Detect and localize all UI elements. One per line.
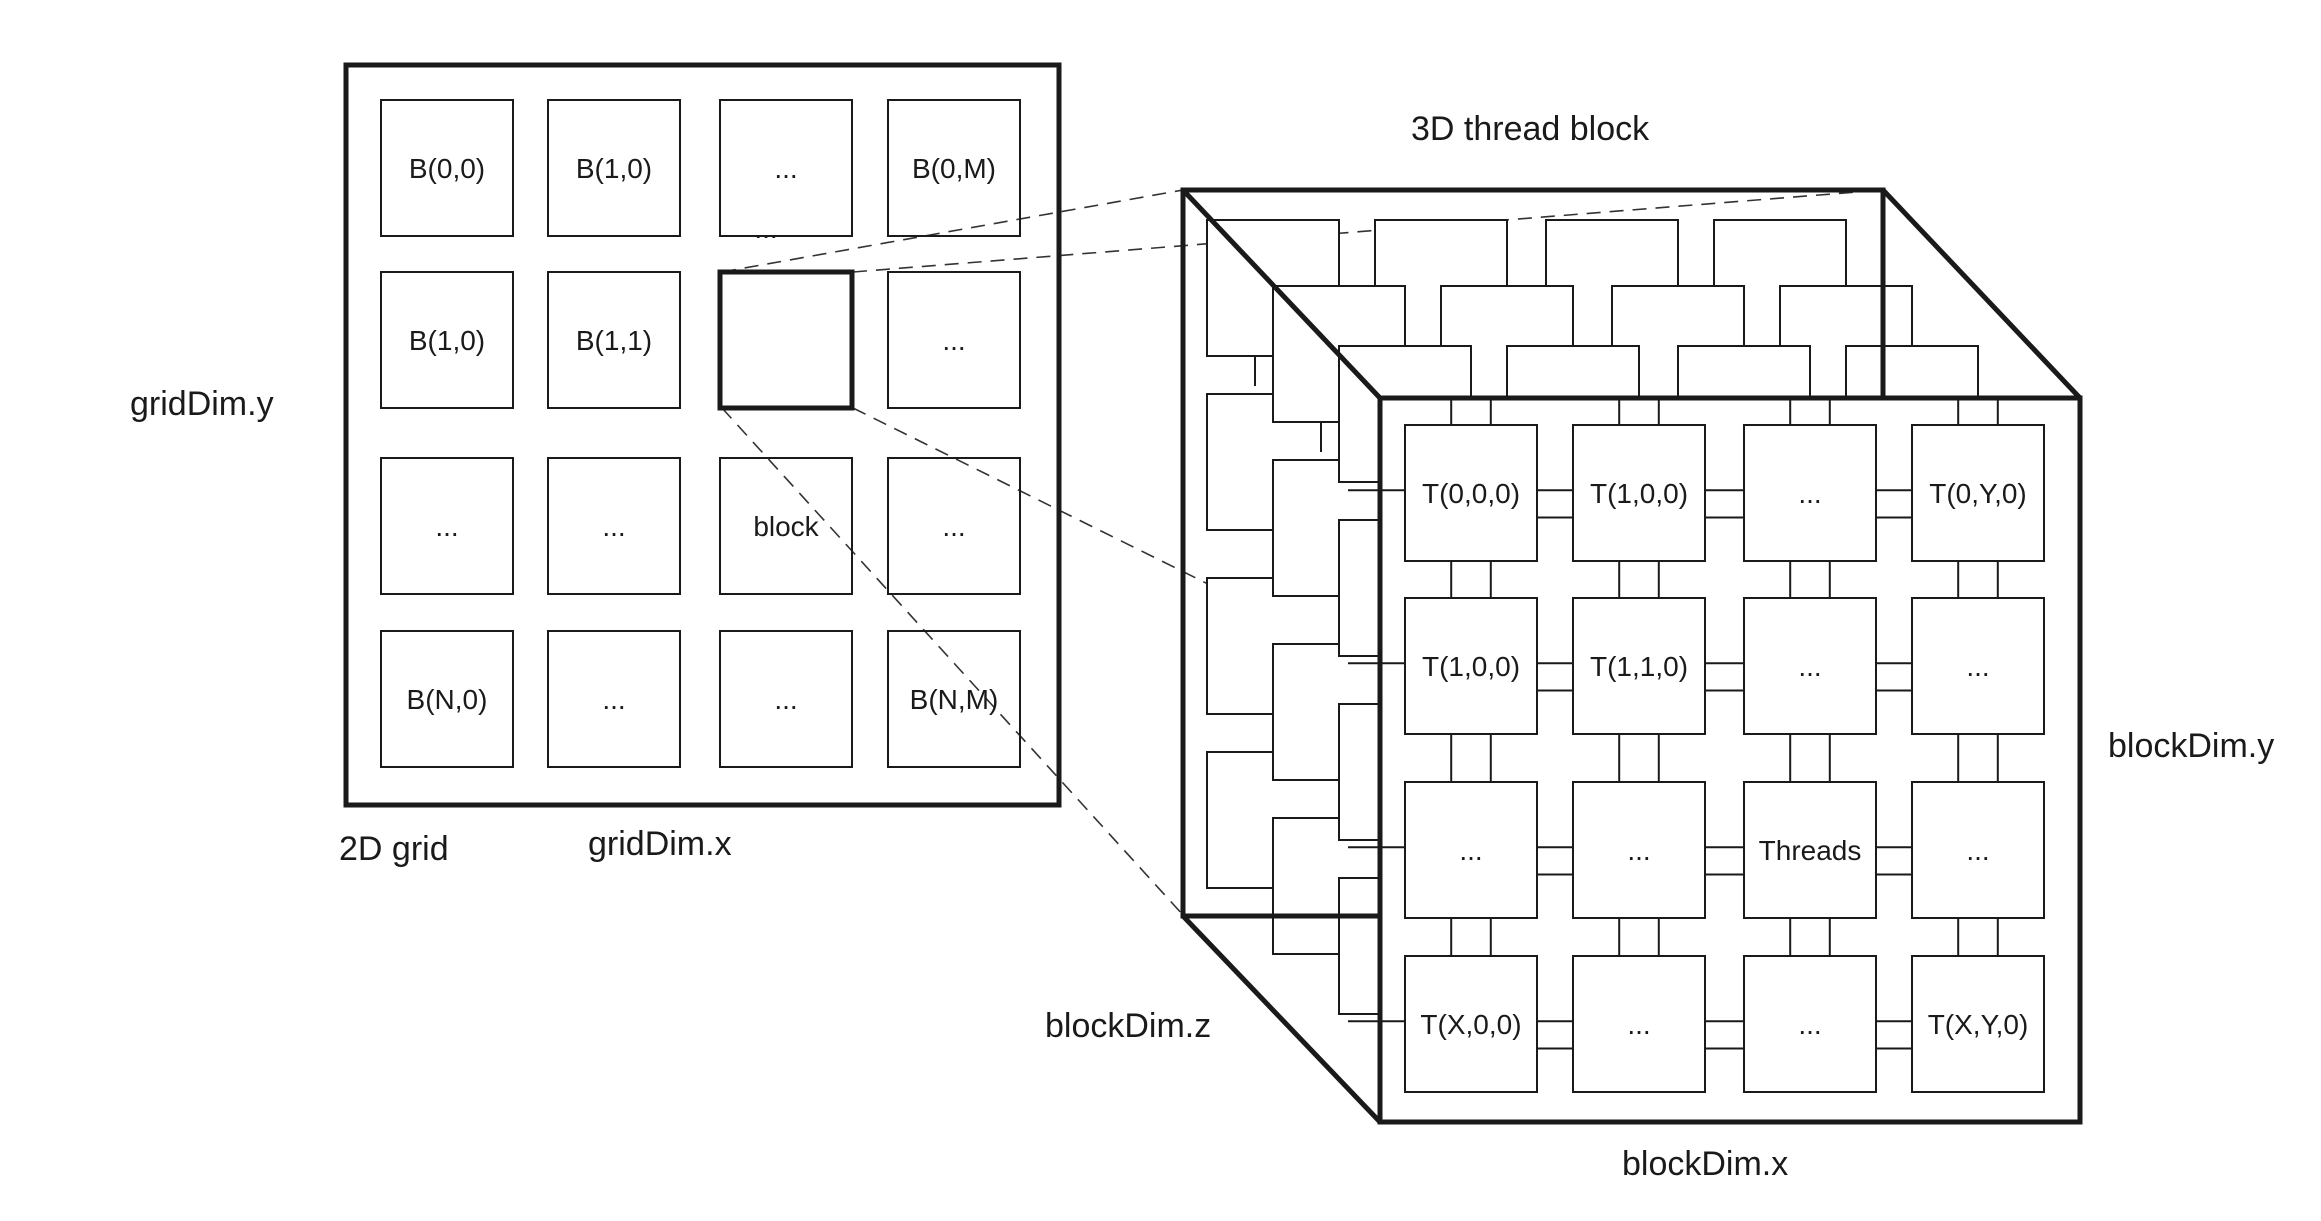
thread-cell [1572,424,1706,562]
grid-cell-label: ... [942,325,965,356]
thread-cell-label: ... [1966,651,1989,682]
grid-cell [380,99,514,237]
block-dim-x-label: blockDim.x [1622,1145,1788,1183]
grid-cell-label: B(1,0) [576,153,652,184]
projection-line-bottom [721,407,1184,916]
thread-cell [1911,424,2045,562]
thread-cell-label: T(1,1,0) [1590,651,1688,682]
thread-cell [1404,597,1538,735]
block-edge-bottom-left [1181,914,1382,1124]
grid-cell [380,271,514,409]
thread-cell [1404,781,1538,919]
grid-cell-label: ... [435,511,458,542]
grid-cell [719,99,853,237]
thread-cell [1911,597,2045,735]
thread-cell [1743,781,1877,919]
projection-lines [721,189,1883,916]
grid-cell-label: ... [602,684,625,715]
thread-cell [1743,424,1877,562]
grid-cell [719,457,853,595]
thread-cell [1743,597,1877,735]
thread-cell [1572,955,1706,1093]
grid-cell-label: ... [774,684,797,715]
grid-border [343,62,1062,808]
grid-cell [547,271,681,409]
thread-cell-label: ... [1627,835,1650,866]
grid-cell [380,630,514,768]
grid-cell [719,630,853,768]
grid-cell-label: B(1,1) [576,325,652,356]
thread-cell-label: ... [1798,1009,1821,1040]
grid-dim-x-label: gridDim.x [588,825,732,863]
block-edge-top-left [1181,188,1382,400]
thread-cell [1911,781,2045,919]
grid-cell [547,99,681,237]
thread-cell-label: T(X,Y,0) [1928,1009,2029,1040]
block-title: 3D thread block [1411,110,1650,148]
thread-cell [1572,781,1706,919]
3d-thread-block: T(0,0,0) T(1,0,0)... T(0,Y,0) T(1,0,0) T(1,1… [1180,187,2083,1125]
thread-cell-label: ... [1966,835,1989,866]
thread-cell [1911,955,2045,1093]
2d-grid: B(0,0) B(1,0)... B(0,M) B(1,0) B(1,1).......… [343,62,1062,808]
grid-cell [547,457,681,595]
thread-cell-label: ... [1798,651,1821,682]
grid-cell-label: block [753,511,819,542]
grid-cell [887,457,1021,595]
thread-cell [1404,424,1538,562]
grid-cell-label: B(1,0) [409,325,485,356]
grid-extra-dots: ... [754,213,777,244]
grid-cell-label: ... [602,511,625,542]
grid-cell [887,271,1021,409]
projection-line-top-right [852,189,1883,273]
grid-cell-highlighted [717,269,855,411]
thread-cell [1743,955,1877,1093]
grid-cell-label: B(N,0) [407,684,488,715]
grid-caption: 2D grid [339,830,449,868]
thread-cell-label: T(0,0,0) [1422,478,1520,509]
thread-cell-label: ... [1627,1009,1650,1040]
grid-cell [547,630,681,768]
thread-cell-label: Threads [1759,835,1862,866]
grid-cell [380,457,514,595]
thread-cell [1572,597,1706,735]
projection-line-top-left [721,189,1184,273]
thread-cell-label: T(1,0,0) [1590,478,1688,509]
thread-cell [1404,955,1538,1093]
projection-line-mid [852,407,1211,586]
block-edge-top-right [1881,188,2082,400]
grid-dim-y-label: gridDim.y [130,385,274,423]
grid-cell-label: ... [942,511,965,542]
thread-cell-label: T(0,Y,0) [1929,478,2027,509]
thread-cell-label: T(1,0,0) [1422,651,1520,682]
grid-cell-label: B(0,M) [912,153,996,184]
grid-cell [887,99,1021,237]
grid-cell-label: B(N,M) [910,684,999,715]
block-dim-z-label: blockDim.z [1045,1007,1211,1045]
grid-cell-label: B(0,0) [409,153,485,184]
block-dim-y-label: blockDim.y [2108,727,2274,765]
thread-cell-label: ... [1798,478,1821,509]
grid-cell-label: ... [774,153,797,184]
grid-cell [887,630,1021,768]
thread-cell-label: ... [1459,835,1482,866]
thread-cell-label: T(X,0,0) [1420,1009,1521,1040]
